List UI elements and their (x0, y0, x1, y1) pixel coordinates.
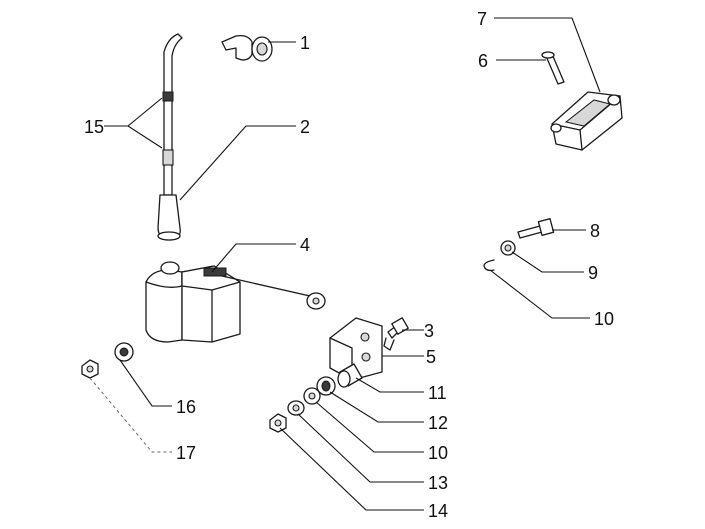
part-6-bolt (541, 51, 565, 85)
callout-2: 2 (300, 117, 310, 137)
callout-10-upper: 10 (594, 309, 614, 329)
part-8-screw (517, 218, 555, 239)
callout-3: 3 (424, 321, 434, 341)
part-14-nut (269, 413, 287, 433)
callout-13: 13 (428, 473, 448, 493)
part-11-spacer (337, 363, 363, 388)
callout-5: 5 (426, 347, 436, 367)
part-9-washer (500, 240, 516, 256)
part-2-spark-plug-cap (157, 194, 181, 241)
part-10-washer-lower (303, 387, 321, 405)
callout-4: 4 (300, 235, 310, 255)
callout-7: 7 (477, 9, 487, 29)
part-7-electronic-module (550, 91, 623, 151)
callout-14: 14 (428, 501, 448, 521)
callout-9: 9 (588, 263, 598, 283)
leader-lines (89, 17, 601, 511)
part-4-ignition-coil (145, 261, 326, 343)
part-15-tube (162, 33, 183, 196)
part-17-nut (81, 359, 99, 379)
callout-8: 8 (590, 221, 600, 241)
part-13-washer (287, 400, 305, 416)
callout-1: 1 (300, 33, 310, 53)
callout-16: 16 (176, 397, 196, 417)
part-1-elbow-connector (221, 34, 273, 62)
callout-12: 12 (428, 413, 448, 433)
part-3-screw (383, 317, 409, 351)
callout-numbers: 1 2 3 4 5 6 7 8 9 10 11 12 10 13 14 15 1… (84, 9, 614, 521)
part-16-washer (114, 342, 134, 362)
callout-11: 11 (428, 383, 447, 403)
part-12-washer (316, 376, 336, 396)
callout-6: 6 (478, 51, 488, 71)
callout-17: 17 (176, 443, 196, 463)
callout-10-lower: 10 (428, 443, 448, 463)
callout-15: 15 (84, 117, 104, 137)
part-10-circlip-upper (483, 259, 495, 272)
